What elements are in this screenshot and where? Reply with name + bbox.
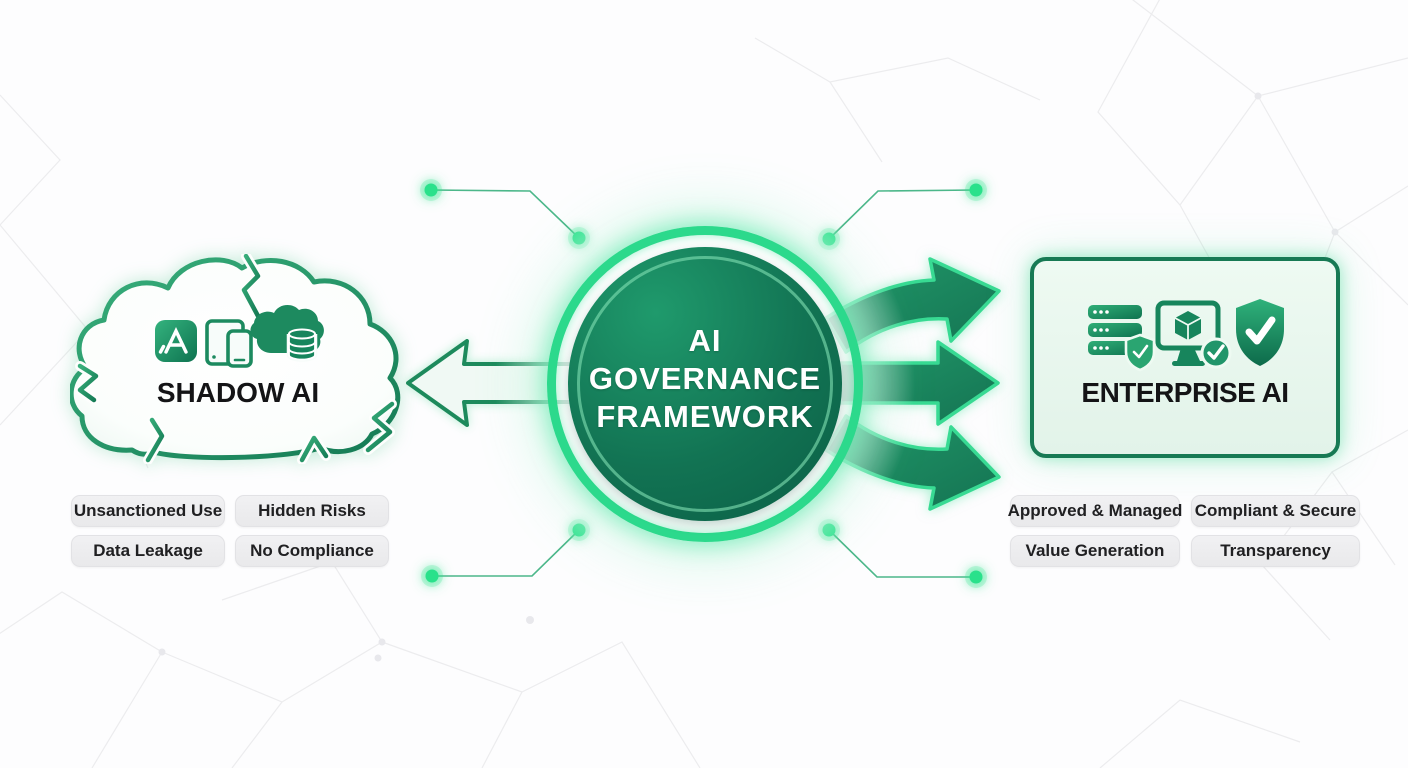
tag-transparency: Transparency [1191,535,1360,567]
shield-check-icon [1236,299,1284,366]
circle-title: AI GOVERNANCE FRAMEWORK [568,322,842,436]
tag-hidden-risks: Hidden Risks [235,495,389,527]
connector-top-right [828,189,977,240]
devices-icon [205,319,253,368]
server-shield-icon [1088,305,1156,372]
enterprise-icons [1088,299,1284,372]
monitor-cube-icon [1155,300,1232,369]
circle-inner-ring [577,256,833,512]
connector-bottom-right [828,529,976,578]
shadow-cloud [70,254,401,464]
tag-unsanctioned-use: Unsanctioned Use [71,495,225,527]
tag-approved-managed: Approved & Managed [1008,495,1182,527]
circle-title-line1: AI [688,323,722,358]
connector-top-left [430,189,580,239]
circle-glow-ring [547,226,863,542]
connector-bottom-left [432,529,580,577]
tag-data-leakage: Data Leakage [71,535,225,567]
app-store-icon [155,320,197,362]
circle-title-line2: GOVERNANCE [588,361,822,396]
tag-no-compliance: No Compliance [235,535,389,567]
enterprise-ai-title: ENTERPRISE AI [1081,377,1289,408]
tag-value-generation: Value Generation [1010,535,1180,567]
tag-compliant-secure: Compliant & Secure [1191,495,1360,527]
cloud-cracks [75,254,397,464]
connector-lines [430,189,977,578]
cloud-database-icon [250,304,324,362]
shadow-ai-title: SHADOW AI [156,377,320,408]
circle-title-line3: FRAMEWORK [596,399,814,434]
